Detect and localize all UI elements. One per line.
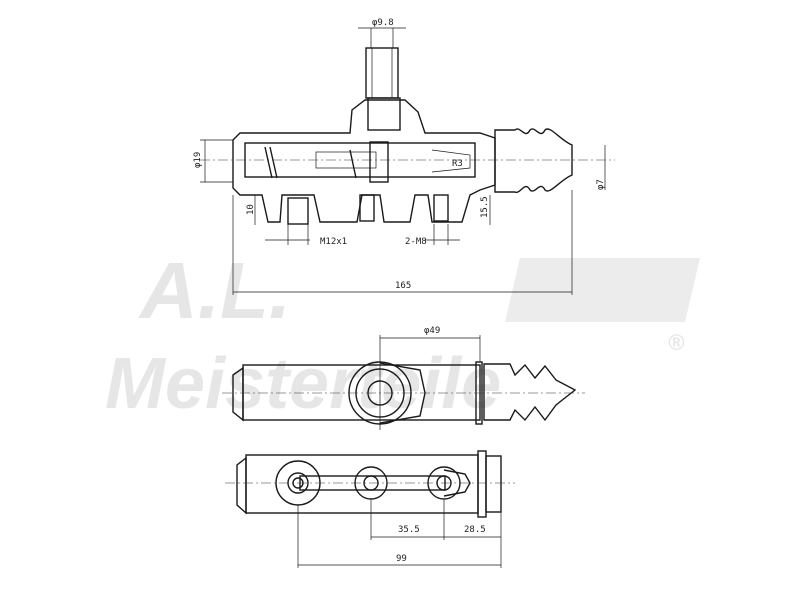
dim-flange-offset: 28.5 (464, 525, 486, 535)
dim-overall-length: 165 (395, 281, 411, 291)
dim-bore-dia: φ19 (193, 152, 203, 168)
dim-port-thread: M12x1 (320, 237, 347, 247)
side-view: φ49 (222, 326, 585, 430)
section-view: φ9.8 φ19 10 M12x1 2-M8 15.5 φ7 R3 165 (193, 18, 615, 295)
watermark-registered: ® (668, 330, 685, 355)
rubber-boot (494, 128, 573, 194)
watermark-al: A.L. (138, 246, 291, 335)
dim-port-to-flange: 99 (396, 554, 407, 564)
watermark-stripes-icon (505, 258, 700, 322)
dim-hole-spacing: 35.5 (398, 525, 420, 535)
dim-mount-thread: 2-M8 (405, 237, 427, 247)
dim-radius: R3 (452, 159, 463, 169)
dim-boss-offset: φ49 (424, 326, 440, 336)
dim-stem-dia: φ9.8 (372, 18, 394, 28)
bottom-view: 35.5 28.5 99 (225, 450, 515, 568)
dim-mount-depth: 15.5 (480, 196, 490, 218)
watermark-logo: A.L. Meisterteile ® (105, 246, 700, 424)
watermark-meisterteile: Meisterteile (105, 344, 501, 424)
dim-port-depth: 10 (246, 204, 256, 215)
dim-rod-dia: φ7 (596, 179, 606, 190)
